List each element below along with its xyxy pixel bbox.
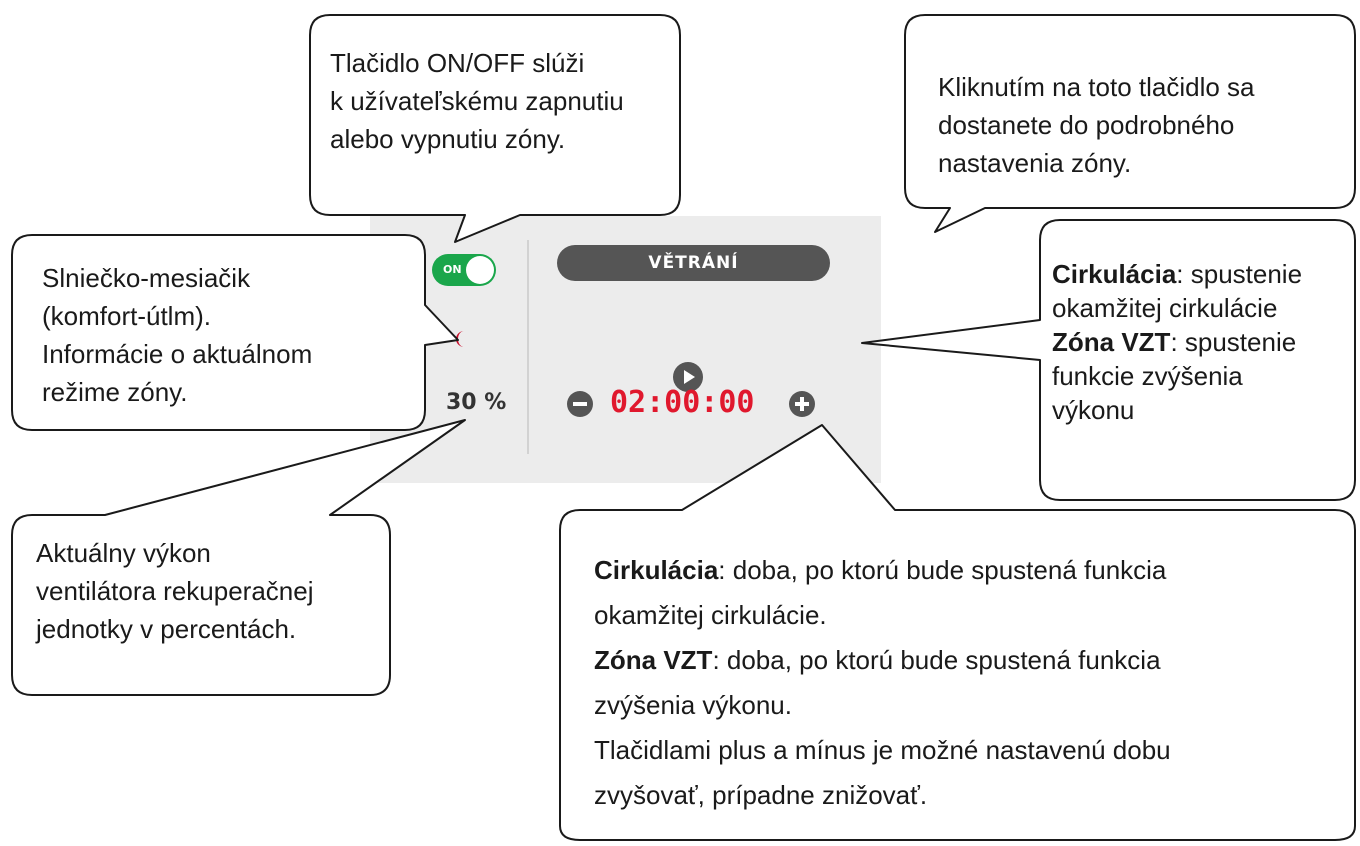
bubble-timer-info xyxy=(559,424,1356,841)
fan-power-percent: 30 % xyxy=(446,390,507,415)
moon-icon xyxy=(456,331,464,347)
callout-line: (komfort-útlm). xyxy=(42,301,211,331)
zone-settings-button[interactable]: VĚTRÁNÍ xyxy=(557,245,830,281)
callout-line: Kliknutím na toto tlačidlo sa xyxy=(938,72,1255,102)
on-off-toggle[interactable]: ON xyxy=(432,254,496,286)
callout-line: k užívateľskému zapnutiu xyxy=(330,86,624,116)
callout-line: funkcie zvýšenia xyxy=(1052,361,1243,391)
callout-line: nastavenia zóny. xyxy=(938,148,1132,178)
zone-name: VĚTRÁNÍ xyxy=(648,253,739,273)
circulation-start-callout-text: Cirkulácia: spustenie okamžitej cirkulác… xyxy=(1052,257,1302,427)
callout-line: jednotky v percentách. xyxy=(36,614,297,644)
callout-bold: Zóna VZT xyxy=(1052,327,1171,357)
callout-line: : spustenie xyxy=(1170,327,1297,357)
fan-power-callout-text: Aktuálny výkon ventilátora rekuperačnej … xyxy=(36,534,314,648)
callout-bold: Cirkulácia xyxy=(594,555,719,585)
callout-line: ventilátora rekuperačnej xyxy=(36,576,314,606)
callout-line: okamžitej cirkulácie. xyxy=(594,600,827,630)
bubble-zone-settings xyxy=(904,14,1356,233)
bubble-fan-power xyxy=(11,419,466,696)
panel-divider xyxy=(527,240,529,454)
callout-line: Slniečko-mesiačik xyxy=(42,263,251,293)
play-icon[interactable] xyxy=(672,361,704,393)
toggle-label: ON xyxy=(443,263,462,276)
callout-line: Informácie o aktuálnom xyxy=(42,339,313,369)
callout-line: : doba, po ktorú bude spustená funkcia xyxy=(718,555,1167,585)
timer-callout-text: Cirkulácia: doba, po ktorú bude spustená… xyxy=(594,548,1171,818)
callout-line: Tlačidlo ON/OFF slúži xyxy=(330,48,585,78)
callout-bold: Zóna VZT xyxy=(594,645,713,675)
callout-line: Aktuálny výkon xyxy=(36,538,211,568)
callout-line: okamžitej cirkulácie xyxy=(1052,293,1278,323)
sun-moon-callout-text: Slniečko-mesiačik (komfort-útlm). Inform… xyxy=(42,259,312,411)
onoff-callout-text: Tlačidlo ON/OFF slúži k užívateľskému za… xyxy=(330,44,624,158)
timer-value: 02:00:00 xyxy=(610,385,755,420)
zone-settings-callout-text: Kliknutím na toto tlačidlo sa dostanete … xyxy=(938,68,1255,182)
minus-icon[interactable] xyxy=(566,390,594,418)
bubble-onoff xyxy=(309,14,681,243)
callout-line: režime zóny. xyxy=(42,377,188,407)
callout-line: zvýšenia výkonu. xyxy=(594,690,792,720)
bubble-circulation-start xyxy=(861,219,1356,501)
callout-line: výkonu xyxy=(1052,395,1135,425)
callout-line: alebo vypnutiu zóny. xyxy=(330,124,566,154)
callout-line: zvyšovať, prípadne znižovať. xyxy=(594,780,928,810)
callout-line: : doba, po ktorú bude spustená funkcia xyxy=(712,645,1161,675)
toggle-knob xyxy=(466,256,494,284)
callout-line: dostanete do podrobného xyxy=(938,110,1235,140)
bubble-sun-moon xyxy=(11,234,459,431)
plus-icon[interactable] xyxy=(788,390,816,418)
callout-line: Tlačidlami plus a mínus je možné nastave… xyxy=(594,735,1171,765)
callout-bold: Cirkulácia xyxy=(1052,259,1177,289)
callout-line: : spustenie xyxy=(1176,259,1303,289)
